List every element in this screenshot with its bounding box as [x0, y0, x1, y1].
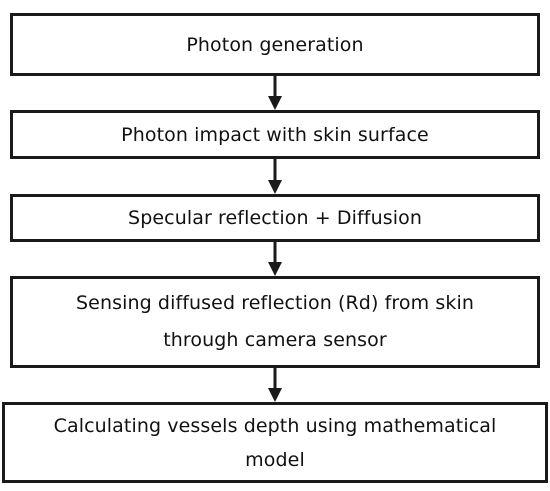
step-label-line-2: through camera sensor	[163, 329, 387, 351]
step-specular-reflection-diffusion: Specular reflection + Diffusion	[10, 194, 540, 242]
step-label-line-1: Calculating vessels depth using mathemat…	[53, 414, 497, 437]
step-label-line-2: model	[245, 448, 305, 471]
step-calculating-vessels-depth: Calculating vessels depth using mathemat…	[2, 402, 548, 483]
arrow-down-icon	[268, 76, 282, 110]
step-photon-impact: Photon impact with skin surface	[10, 110, 540, 159]
step-photon-generation: Photon generation	[10, 13, 540, 76]
step-label: Photon generation	[186, 33, 364, 56]
step-label: Photon impact with skin surface	[121, 123, 429, 146]
step-label: Specular reflection + Diffusion	[128, 207, 422, 229]
arrow-down-icon	[268, 242, 282, 276]
arrow-down-icon	[268, 159, 282, 194]
step-label-line-1: Sensing diffused reflection (Rd) from sk…	[76, 292, 474, 314]
arrow-down-icon	[268, 368, 282, 402]
step-sensing-diffused-reflection: Sensing diffused reflection (Rd) from sk…	[10, 276, 540, 368]
